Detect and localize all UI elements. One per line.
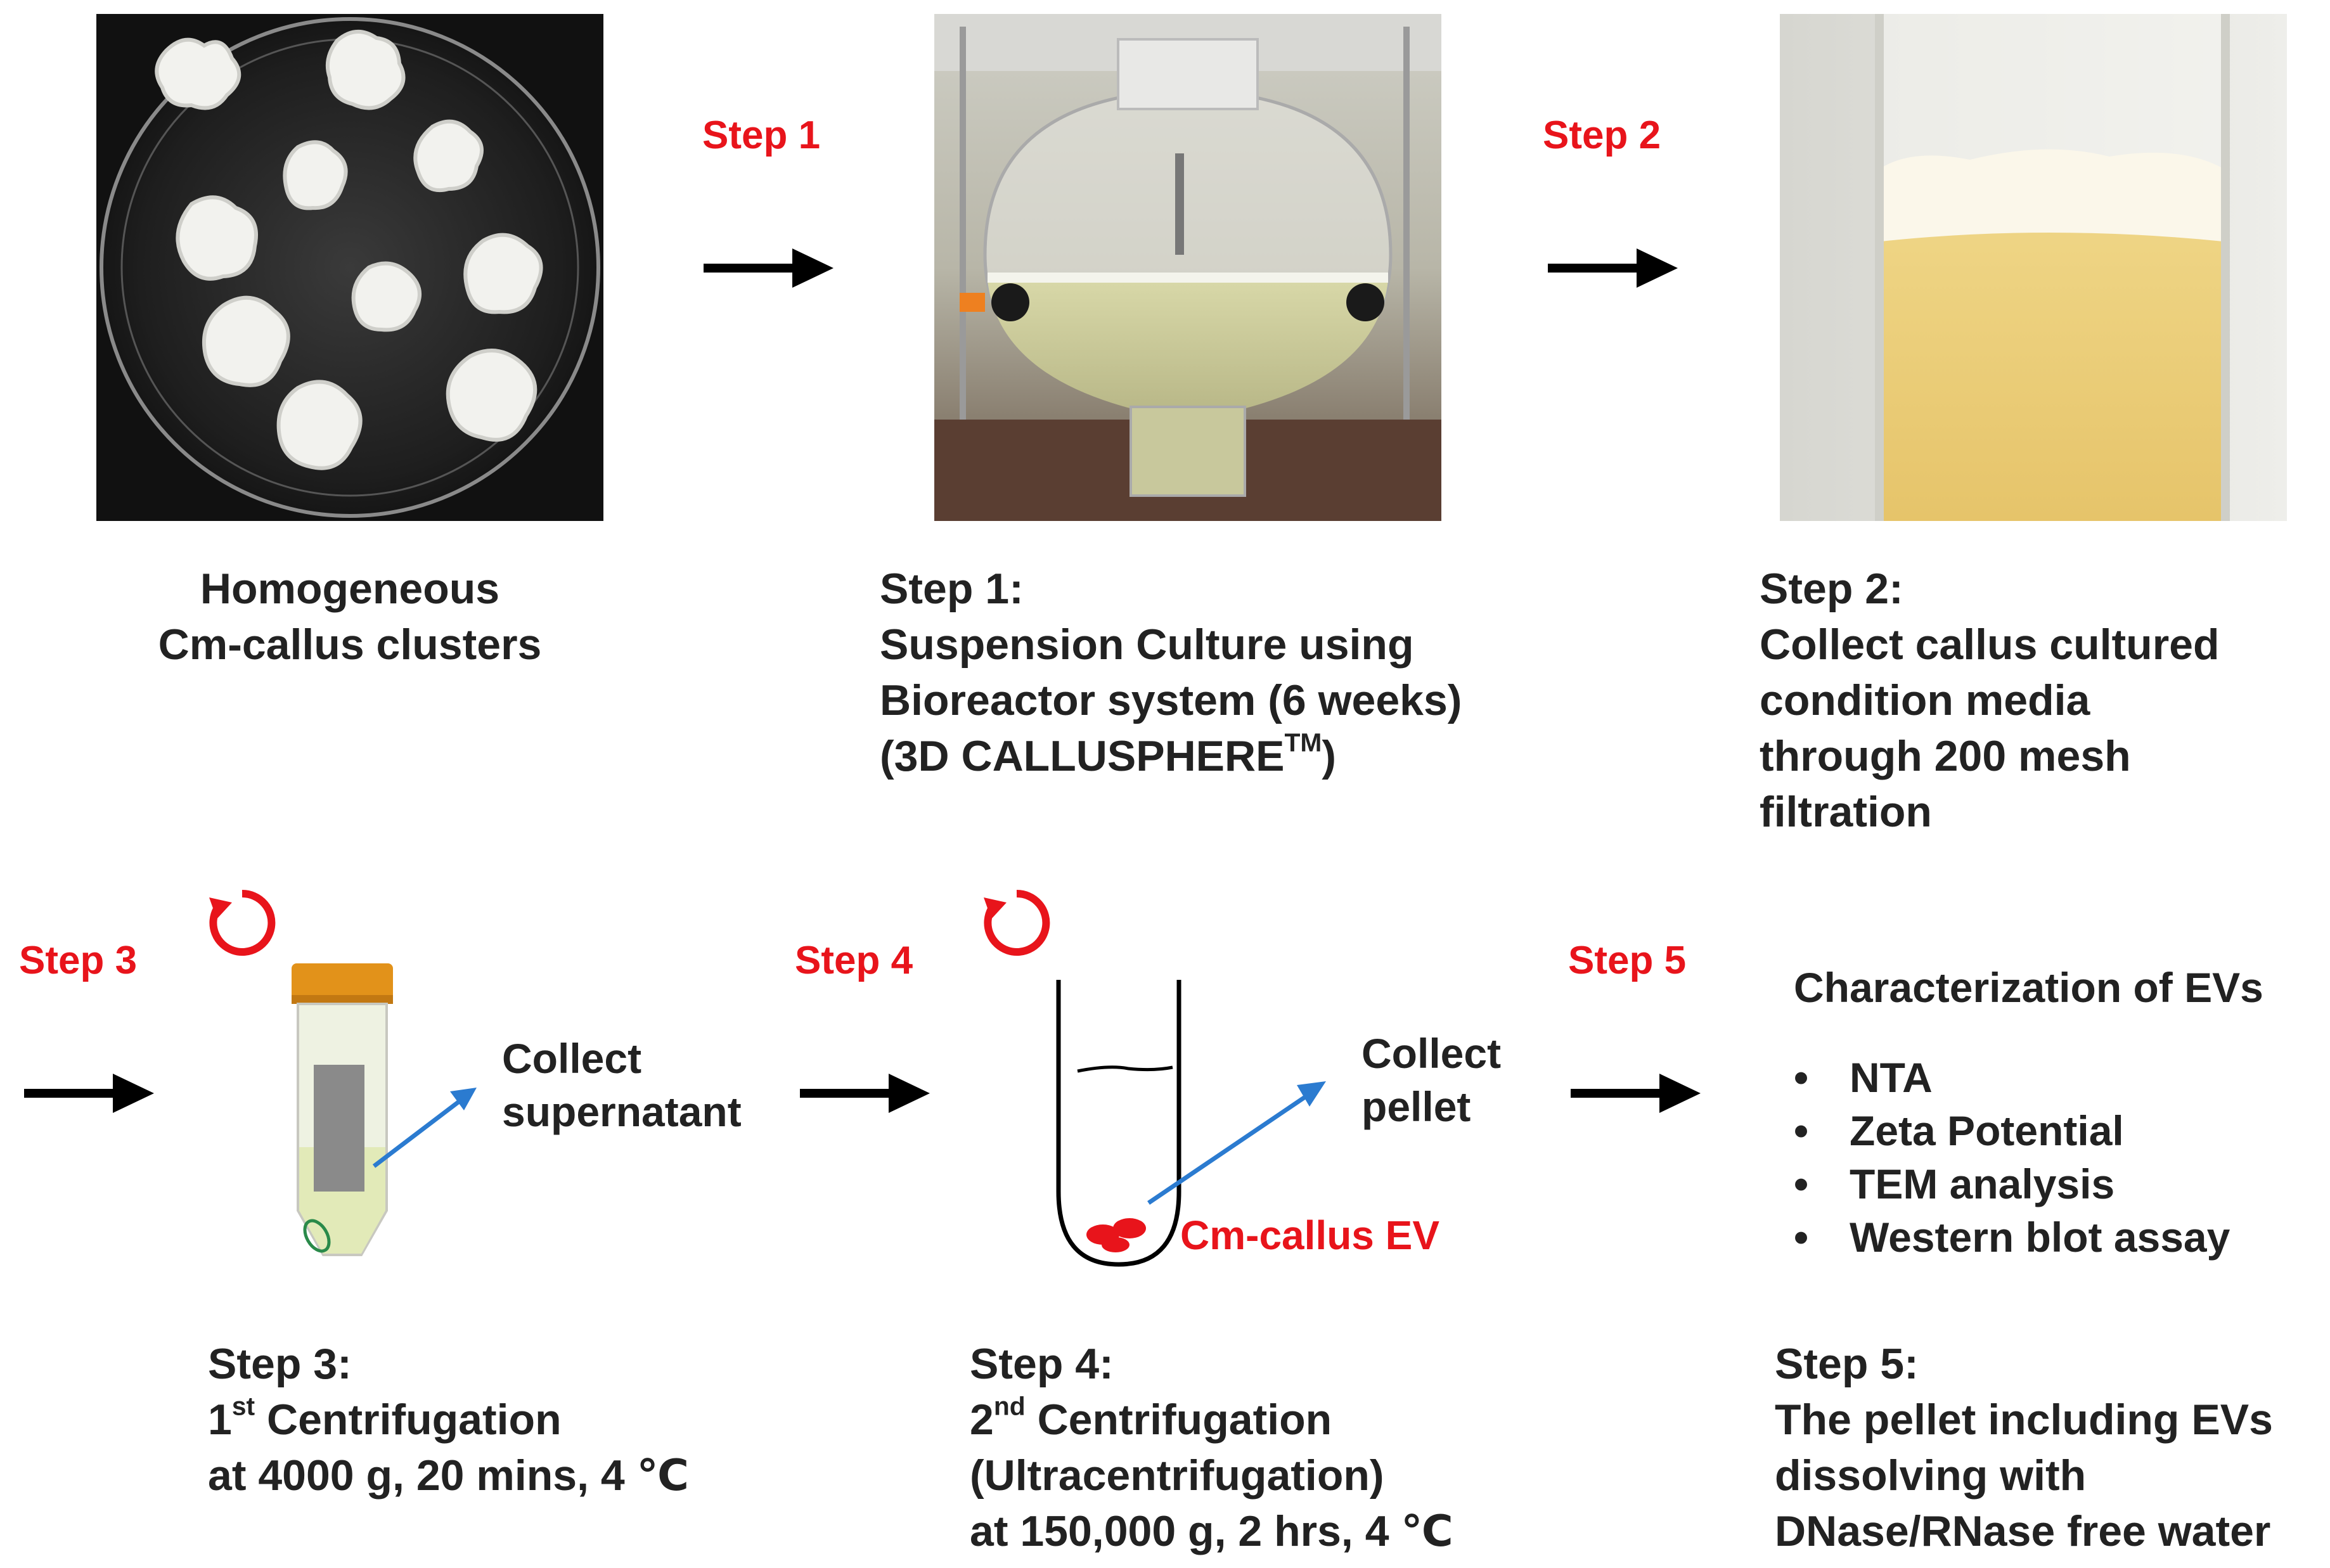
list-item: TEM analysis	[1794, 1157, 2263, 1211]
note-line: Collect	[502, 1035, 642, 1082]
caption-text: (3D CALLUSPHERE	[880, 732, 1285, 780]
right-arrow-icon	[800, 1074, 930, 1113]
caption-line: The pellet including EVs	[1775, 1396, 2273, 1444]
bioreactor-photo	[934, 14, 1441, 521]
caption-line: 2nd Centrifugation	[970, 1392, 1453, 1448]
caption-text: 2	[970, 1396, 994, 1444]
note-line: pellet	[1361, 1083, 1471, 1130]
step2-caption-head: Step 2:	[1760, 565, 1903, 613]
blue-arrow-icon	[372, 1088, 477, 1168]
collect-supernatant-label: Collect supernatant	[502, 1032, 742, 1138]
step5-caption-head: Step 5:	[1775, 1340, 1919, 1388]
caption-line: Collect callus cultured	[1760, 620, 2220, 669]
centrifuge-tube-icon	[292, 963, 393, 1256]
caption-line: Homogeneous	[200, 565, 500, 613]
caption-text: 1	[208, 1396, 232, 1444]
petri-dish-photo	[96, 14, 603, 521]
step3-caption: Step 3: 1st Centrifugation at 4000 g, 20…	[208, 1336, 689, 1503]
rotation-icon	[984, 889, 1050, 956]
right-arrow-icon	[1571, 1074, 1701, 1113]
ordinal-sup: st	[231, 1391, 255, 1421]
list-item: Western blot assay	[1794, 1211, 2263, 1264]
caption-line: 1st Centrifugation	[208, 1392, 689, 1448]
trademark-sup: TM	[1284, 728, 1322, 757]
characterization-block: Characterization of EVs NTA Zeta Potenti…	[1794, 963, 2263, 1264]
right-arrow-icon	[704, 248, 834, 288]
bottom-step5-label: Step 5	[1568, 939, 1687, 982]
blue-arrow-icon	[1147, 1081, 1326, 1205]
step5-caption: Step 5: The pellet including EVs dissolv…	[1775, 1336, 2273, 1559]
right-arrow-icon	[24, 1074, 154, 1113]
step2-caption: Step 2: Collect callus cultured conditio…	[1760, 561, 2220, 840]
ordinal-sup: nd	[993, 1391, 1026, 1421]
top-step1-label: Step 1	[702, 113, 821, 157]
right-arrow-icon	[1548, 248, 1678, 288]
caption-line: DNase/RNase free water	[1775, 1507, 2271, 1555]
bottom-step4-label: Step 4	[795, 939, 913, 982]
caption-line: condition media	[1760, 676, 2090, 724]
caption-line: Suspension Culture using	[880, 620, 1414, 669]
step3-caption-head: Step 3:	[208, 1340, 352, 1388]
note-line: supernatant	[502, 1088, 742, 1135]
cm-callus-ev-label: Cm-callus EV	[1180, 1212, 1440, 1258]
caption-line: filtration	[1760, 788, 1932, 836]
top-step2-label: Step 2	[1543, 113, 1661, 157]
caption-line: Bioreactor system (6 weeks)	[880, 676, 1462, 724]
step4-caption-head: Step 4:	[970, 1340, 1114, 1388]
caption-line: at 4000 g, 20 mins, 4 ℃	[208, 1451, 689, 1500]
caption-line: dissolving with	[1775, 1451, 2087, 1500]
caption-line: (Ultracentrifugation)	[970, 1451, 1384, 1500]
caption-line: Cm-callus clusters	[158, 620, 542, 669]
step1-caption-head: Step 1:	[880, 565, 1024, 613]
collect-pellet-label: Collect pellet	[1361, 1027, 1501, 1133]
ultracentrifuge-tube-icon	[1056, 980, 1181, 1267]
step4-caption: Step 4: 2nd Centrifugation (Ultracentrif…	[970, 1336, 1453, 1559]
characterization-title: Characterization of EVs	[1794, 964, 2263, 1011]
caption-line: at 150,000 g, 2 hrs, 4 ℃	[970, 1507, 1453, 1555]
bottom-step3-label: Step 3	[19, 939, 138, 982]
step1-caption: Step 1: Suspension Culture using Bioreac…	[880, 561, 1462, 784]
caption-line: (3D CALLUSPHERETM)	[880, 728, 1462, 784]
caption-text: Centrifugation	[255, 1396, 562, 1444]
culture-media-photo	[1780, 14, 2287, 521]
note-line: Collect	[1361, 1030, 1502, 1077]
caption-text: Centrifugation	[1025, 1396, 1332, 1444]
list-item: Zeta Potential	[1794, 1104, 2263, 1157]
clusters-caption: Homogeneous Cm-callus clusters	[158, 561, 542, 672]
list-item: NTA	[1794, 1051, 2263, 1104]
caption-line: through 200 mesh	[1760, 732, 2131, 780]
characterization-list: NTA Zeta Potential TEM analysis Western …	[1794, 1051, 2263, 1264]
caption-text: )	[1322, 732, 1337, 780]
rotation-icon	[209, 889, 276, 956]
